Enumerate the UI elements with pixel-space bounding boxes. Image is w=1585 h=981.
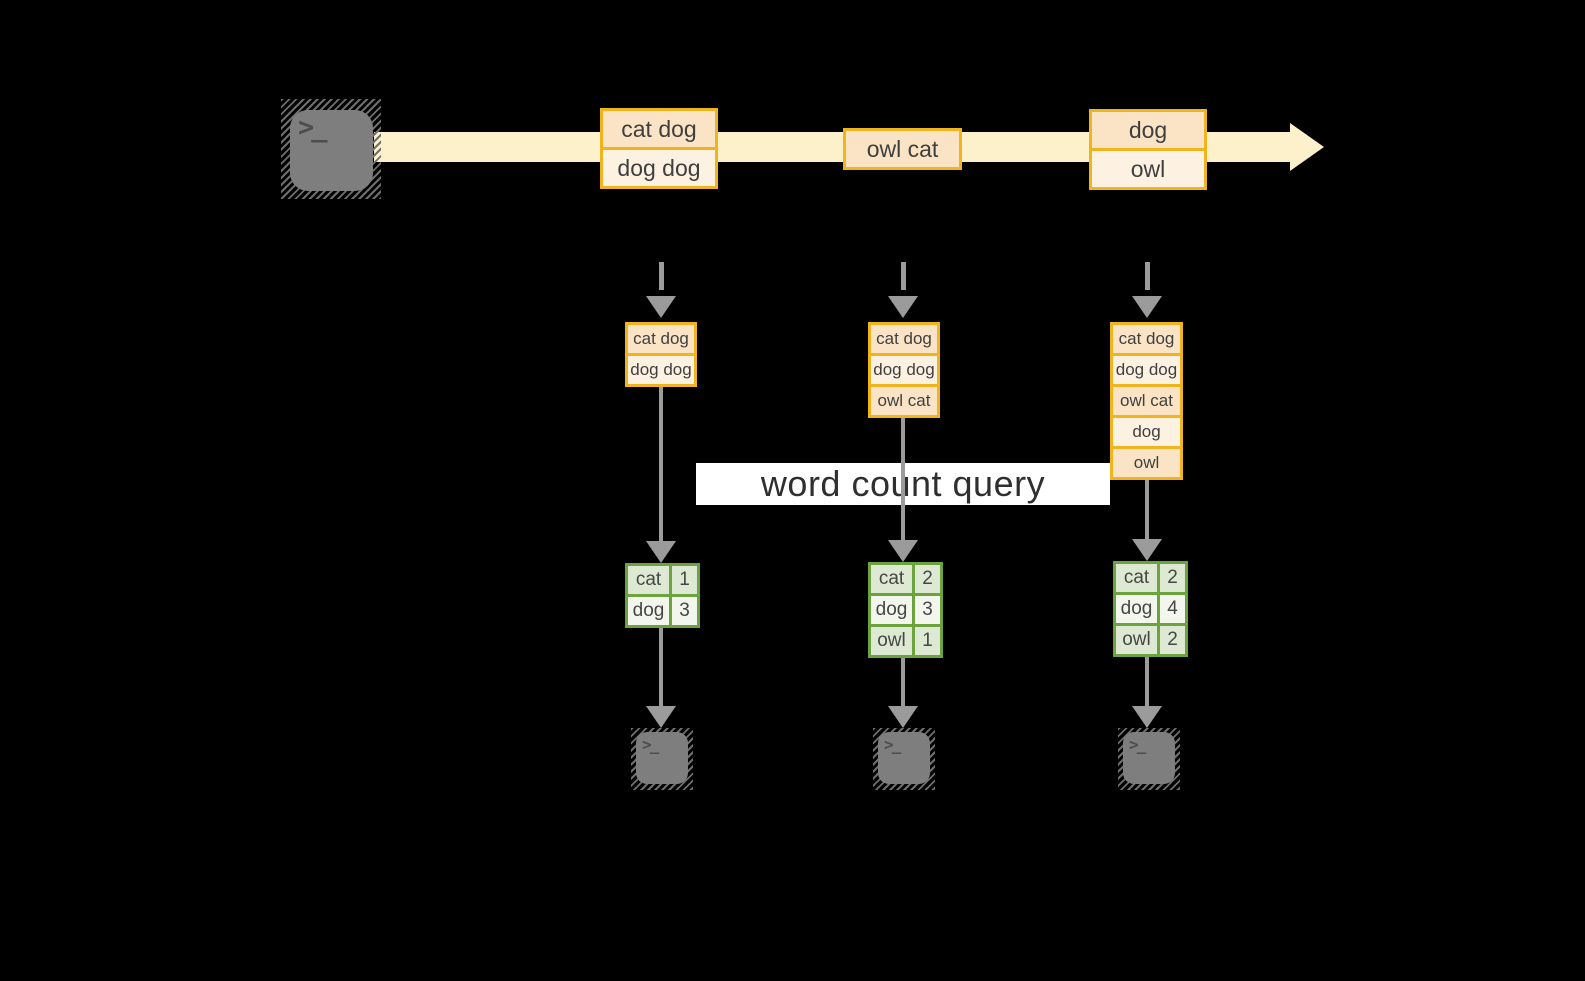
count-table-2: cat 2 dog 3 owl 1 bbox=[868, 562, 943, 658]
buffered-message: dog dog bbox=[628, 356, 694, 384]
producer-terminal-icon: >_ bbox=[281, 99, 381, 199]
stream-event-2: owl cat bbox=[843, 128, 962, 170]
count-cell: 4 bbox=[1160, 595, 1185, 623]
word-cell: cat bbox=[1116, 564, 1157, 592]
query-arrow-1 bbox=[646, 387, 676, 563]
word-cell: dog bbox=[1116, 595, 1157, 623]
consumer-terminal-icon-3: >_ bbox=[1118, 728, 1180, 790]
buffer-stack-2: cat dog dog dog owl cat bbox=[868, 322, 940, 418]
arrowhead-icon bbox=[888, 296, 918, 318]
terminal-prompt-glyph: >_ bbox=[298, 112, 327, 143]
count-cell: 2 bbox=[1160, 564, 1185, 592]
terminal-body bbox=[636, 732, 688, 784]
event-message: owl bbox=[1092, 151, 1204, 187]
buffered-message: owl cat bbox=[1113, 387, 1180, 415]
consume-arrow-2 bbox=[888, 262, 918, 320]
buffered-message: dog dog bbox=[871, 356, 937, 384]
consume-arrow-3 bbox=[1132, 262, 1162, 320]
arrowhead-icon bbox=[646, 706, 676, 728]
word-cell: owl bbox=[871, 627, 912, 655]
buffered-message: cat dog bbox=[628, 325, 694, 353]
word-cell: cat bbox=[871, 565, 912, 593]
terminal-body bbox=[290, 110, 373, 191]
word-cell: dog bbox=[628, 597, 669, 625]
query-arrow-3 bbox=[1132, 480, 1162, 561]
consume-arrow-1 bbox=[646, 262, 676, 320]
arrowhead-icon bbox=[888, 706, 918, 728]
terminal-prompt-glyph: >_ bbox=[1129, 735, 1146, 754]
consumer-terminal-icon-2: >_ bbox=[873, 728, 935, 790]
count-table-1: cat 1 dog 3 bbox=[625, 563, 700, 628]
buffered-message: owl cat bbox=[871, 387, 937, 415]
terminal-prompt-glyph: >_ bbox=[884, 735, 901, 754]
query-arrow-2 bbox=[888, 418, 918, 562]
arrowhead-icon bbox=[1132, 296, 1162, 318]
arrowhead-icon bbox=[888, 540, 918, 562]
stream-timeline-arrowhead-icon bbox=[1290, 123, 1324, 171]
terminal-body bbox=[1123, 732, 1175, 784]
event-message: owl cat bbox=[846, 131, 959, 167]
terminal-body bbox=[878, 732, 930, 784]
buffered-message: dog bbox=[1113, 418, 1180, 446]
count-cell: 1 bbox=[672, 566, 697, 594]
stream-event-3: dog owl bbox=[1089, 109, 1207, 190]
stream-event-1: cat dog dog dog bbox=[600, 108, 718, 189]
arrowhead-icon bbox=[646, 296, 676, 318]
consumer-terminal-icon-1: >_ bbox=[631, 728, 693, 790]
event-message: cat dog bbox=[603, 111, 715, 147]
buffered-message: dog dog bbox=[1113, 356, 1180, 384]
count-cell: 2 bbox=[1160, 626, 1185, 654]
buffered-message: cat dog bbox=[871, 325, 937, 353]
count-cell: 2 bbox=[915, 565, 940, 593]
word-cell: owl bbox=[1116, 626, 1157, 654]
event-message: dog dog bbox=[603, 150, 715, 186]
count-cell: 3 bbox=[672, 597, 697, 625]
count-cell: 3 bbox=[915, 596, 940, 624]
terminal-prompt-glyph: >_ bbox=[642, 735, 659, 754]
buffer-stack-1: cat dog dog dog bbox=[625, 322, 697, 387]
output-arrow-1 bbox=[646, 628, 676, 728]
output-arrow-3 bbox=[1132, 657, 1162, 728]
buffered-message: cat dog bbox=[1113, 325, 1180, 353]
buffered-message: owl bbox=[1113, 449, 1180, 477]
word-cell: dog bbox=[871, 596, 912, 624]
event-message: dog bbox=[1092, 112, 1204, 148]
arrowhead-icon bbox=[646, 541, 676, 563]
count-table-3: cat 2 dog 4 owl 2 bbox=[1113, 561, 1188, 657]
word-cell: cat bbox=[628, 566, 669, 594]
count-cell: 1 bbox=[915, 627, 940, 655]
output-arrow-2 bbox=[888, 658, 918, 728]
arrowhead-icon bbox=[1132, 706, 1162, 728]
arrowhead-icon bbox=[1132, 539, 1162, 561]
buffer-stack-3: cat dog dog dog owl cat dog owl bbox=[1110, 322, 1183, 480]
